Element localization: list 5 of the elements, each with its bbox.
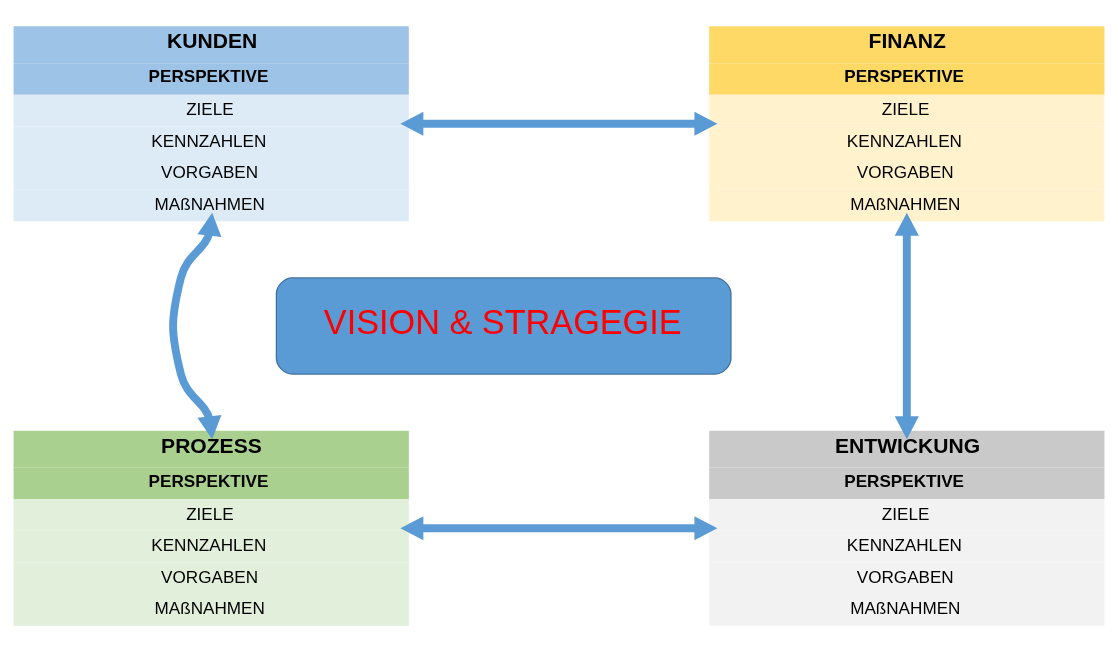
node-box: VISION & STRAGEGIE (275, 277, 732, 375)
arrow (894, 212, 919, 440)
arrow (169, 212, 222, 440)
arrow (400, 111, 718, 136)
arrow (400, 516, 718, 541)
